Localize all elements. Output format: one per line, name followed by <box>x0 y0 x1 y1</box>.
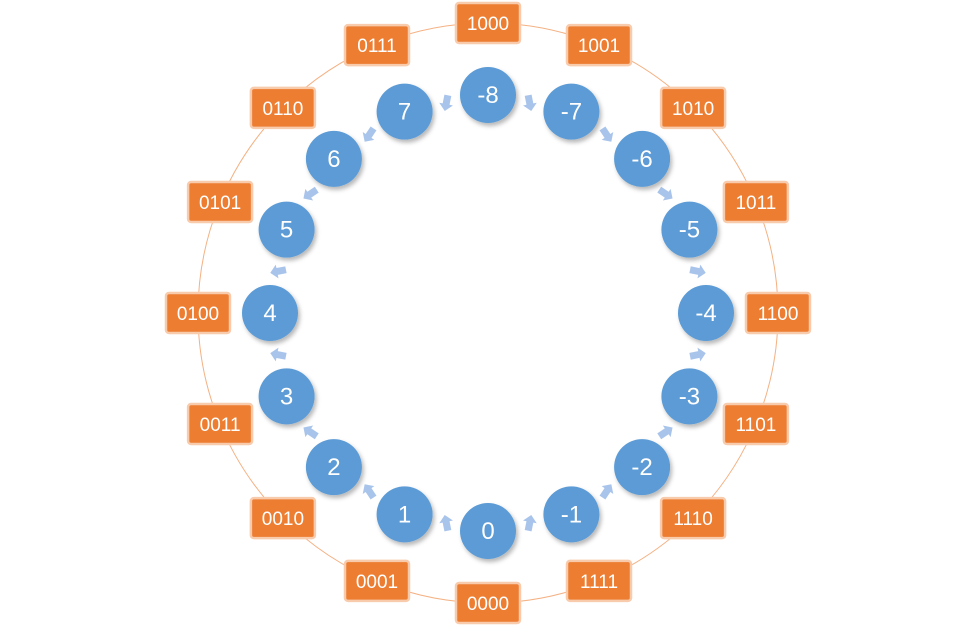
value-node: 1 <box>376 486 433 543</box>
value-node: 3 <box>258 368 315 425</box>
direction-arrow-icon <box>362 126 377 142</box>
direction-arrow-icon <box>657 425 673 440</box>
direction-arrow-icon <box>523 94 537 111</box>
binary-label: 1011 <box>735 193 776 214</box>
binary-label: 0000 <box>467 594 509 615</box>
direction-arrow-icon <box>439 94 453 111</box>
binary-label: 0101 <box>199 193 241 214</box>
direction-arrow-icon <box>270 264 287 279</box>
binary-label: 0111 <box>357 36 396 57</box>
value-label: -6 <box>631 146 652 173</box>
binary-node: 0100 <box>164 291 232 335</box>
binary-node: 0110 <box>249 86 317 130</box>
value-label: -2 <box>631 454 652 481</box>
value-label: 2 <box>327 454 340 481</box>
binary-label: 1111 <box>580 572 618 593</box>
value-node: 4 <box>242 285 298 341</box>
value-label: 4 <box>263 300 276 327</box>
value-node: -2 <box>614 439 671 496</box>
value-label: 5 <box>280 217 293 244</box>
value-node: -1 <box>543 486 600 543</box>
direction-arrow-icon <box>303 186 319 201</box>
value-node: -6 <box>614 130 671 187</box>
binary-node: 0111 <box>343 23 411 67</box>
value-label: 3 <box>280 383 293 410</box>
binary-label: 0010 <box>262 509 304 530</box>
value-node: -5 <box>661 201 718 258</box>
binary-node: 0000 <box>454 581 522 625</box>
binary-label: 0110 <box>262 99 303 120</box>
value-node: 7 <box>376 83 433 140</box>
value-label: 0 <box>481 518 494 545</box>
binary-node: 0010 <box>249 496 317 540</box>
binary-node: 1001 <box>565 23 633 67</box>
binary-label: 0001 <box>356 572 398 593</box>
value-label: -4 <box>695 300 716 327</box>
direction-arrow-icon <box>362 484 377 500</box>
value-node: 2 <box>305 439 362 496</box>
direction-arrow-icon <box>439 515 453 532</box>
binary-node: 0101 <box>186 180 254 224</box>
value-label: -1 <box>561 501 582 528</box>
direction-arrow-icon <box>599 126 614 142</box>
direction-arrow-icon <box>689 264 706 279</box>
value-node: 0 <box>460 503 516 559</box>
binary-node: 1100 <box>744 291 812 335</box>
value-label: -5 <box>679 217 700 244</box>
value-label: 1 <box>398 501 411 528</box>
value-node: 5 <box>258 201 315 258</box>
binary-label: 1010 <box>672 99 714 120</box>
direction-arrow-icon <box>303 425 319 440</box>
value-label: -7 <box>561 99 582 126</box>
value-node: -7 <box>543 83 600 140</box>
direction-arrow-icon <box>270 347 287 362</box>
value-node: -3 <box>661 368 718 425</box>
binary-node: 0011 <box>186 402 254 446</box>
value-node: 6 <box>305 130 362 187</box>
binary-node: 0001 <box>343 559 411 603</box>
value-label: -8 <box>477 82 498 109</box>
value-node: -8 <box>460 67 516 123</box>
direction-arrow-icon <box>657 186 673 201</box>
binary-node: 1010 <box>659 86 727 130</box>
binary-node: 1111 <box>565 559 633 603</box>
direction-arrow-icon <box>689 347 706 362</box>
binary-label: 1101 <box>735 415 776 436</box>
value-label: -3 <box>679 383 700 410</box>
binary-node: 1011 <box>722 180 790 224</box>
direction-arrow-icon <box>523 515 537 532</box>
binary-node: 1101 <box>722 402 790 446</box>
binary-node: 1000 <box>454 1 522 45</box>
binary-label: 0011 <box>200 415 241 436</box>
binary-label: 1100 <box>758 304 799 325</box>
binary-label: 1001 <box>578 36 620 57</box>
binary-label: 1000 <box>467 14 509 35</box>
direction-arrow-icon <box>599 484 614 500</box>
value-label: 6 <box>327 146 340 173</box>
binary-node: 1110 <box>659 496 727 540</box>
binary-label: 0100 <box>177 304 219 325</box>
value-node: -4 <box>678 285 734 341</box>
binary-label: 1110 <box>673 509 712 530</box>
value-label: 7 <box>398 99 411 126</box>
